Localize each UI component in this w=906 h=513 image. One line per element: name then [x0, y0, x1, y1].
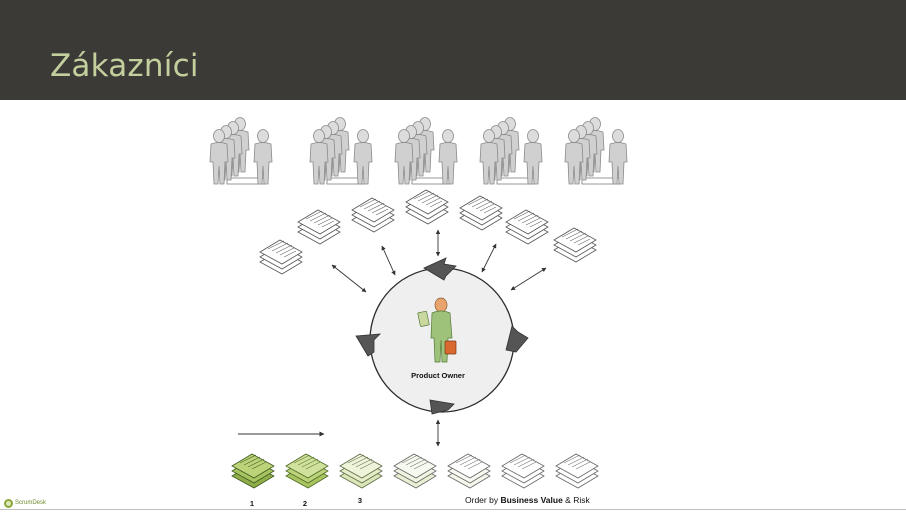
- order-prefix: Order by: [465, 495, 500, 505]
- order-caption: Order by Business Value & Risk: [465, 495, 590, 505]
- product-owner-figure: [417, 297, 457, 363]
- customer-group: [395, 118, 457, 185]
- backlog-item: [501, 453, 545, 489]
- requirement-doc: [351, 197, 395, 233]
- requirement-doc: [259, 239, 303, 275]
- slide-header: Zákazníci: [0, 0, 906, 100]
- slide-title: Zákazníci: [50, 48, 199, 84]
- doc-arrows: [331, 229, 547, 447]
- backlog-item: [339, 453, 383, 489]
- backlog-number: 3: [358, 496, 362, 505]
- customer-group: [565, 118, 627, 185]
- backlog-item: [447, 453, 491, 489]
- scrumdesk-logo: ScrumDesk: [4, 497, 46, 509]
- logo-text: ScrumDesk: [15, 500, 47, 506]
- customer-group: [210, 118, 272, 185]
- backlog-number: 2: [303, 499, 307, 508]
- backlog-item: [285, 453, 329, 489]
- backlog-item: [231, 453, 275, 489]
- customer-group: [480, 118, 542, 185]
- order-suffix: & Risk: [563, 495, 591, 505]
- requirement-doc: [459, 195, 503, 231]
- product-owner-label: Product Owner: [411, 371, 465, 380]
- logo-mark: [4, 498, 13, 508]
- backlog-item: [393, 453, 437, 489]
- scrum-diagram: Product Owner: [0, 100, 906, 508]
- cycle-arrows: [355, 257, 529, 415]
- requirement-doc: [297, 209, 341, 245]
- requirement-doc: [505, 209, 549, 245]
- requirement-doc: [405, 189, 449, 225]
- footer-divider: [0, 509, 906, 510]
- backlog-item: [555, 453, 599, 489]
- backlog-number: 1: [250, 499, 254, 508]
- requirement-doc: [553, 227, 597, 263]
- order-bold: Business Value: [500, 495, 563, 505]
- customer-group: [310, 118, 372, 185]
